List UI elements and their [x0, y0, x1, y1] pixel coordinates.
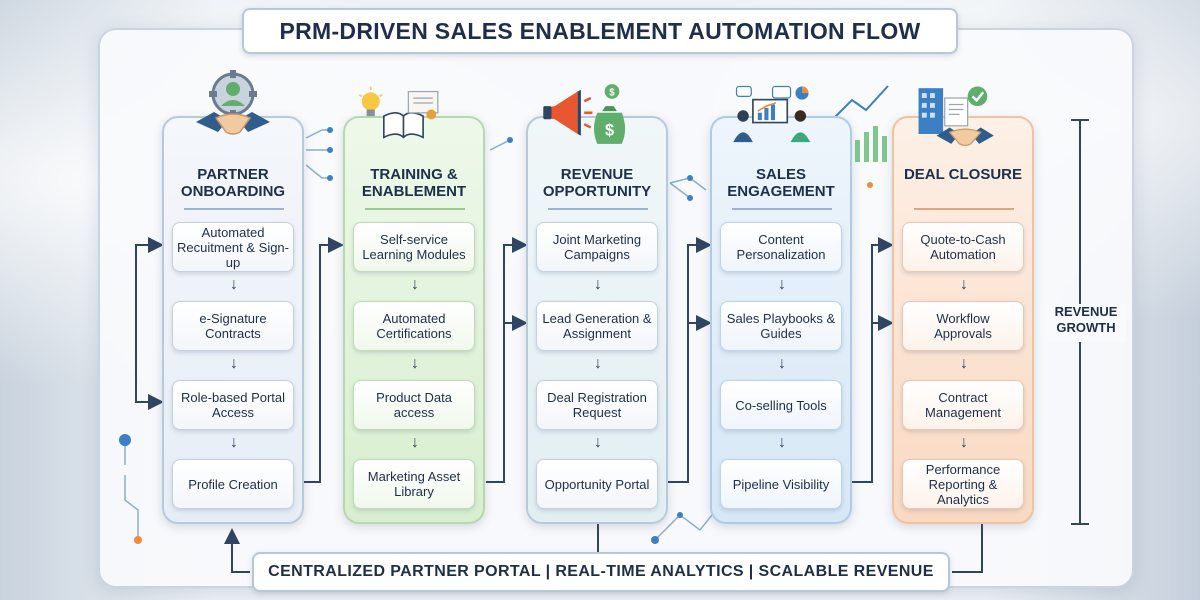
step-performance-reporting: Performance Reporting & Analytics	[902, 459, 1024, 509]
step-role-based-portal-access: Role-based Portal Access	[172, 380, 294, 430]
column-divider	[365, 208, 465, 210]
down-arrow-icon: ↓	[778, 276, 786, 293]
down-arrow-icon: ↓	[778, 355, 786, 372]
revenue-growth-label: REVENUE GROWTH	[1046, 304, 1126, 342]
column-divider	[914, 208, 1014, 210]
lightbulb-book-certificate-icon	[358, 86, 439, 139]
step-opportunity-portal: Opportunity Portal	[536, 459, 658, 509]
step-self-service-learning: Self-service Learning Modules	[353, 222, 475, 272]
handshake-gear-icon	[196, 70, 270, 135]
building-handshake-check-icon	[918, 86, 994, 147]
step-profile-creation: Profile Creation	[172, 459, 294, 509]
column-title: DEAL CLOSURE	[903, 166, 1023, 183]
step-deal-registration-request: Deal Registration Request	[536, 380, 658, 430]
down-arrow-icon: ↓	[960, 434, 968, 451]
down-arrow-icon: ↓	[411, 276, 419, 293]
column-title: REVENUE OPPORTUNITY	[542, 166, 652, 200]
column-divider	[548, 208, 648, 210]
column-title: PARTNER ONBOARDING	[180, 166, 286, 200]
column-divider	[184, 208, 284, 210]
megaphone-money-bag-icon: $ $	[543, 84, 626, 144]
column-divider	[732, 208, 832, 210]
down-arrow-icon: ↓	[594, 434, 602, 451]
column-partner-onboarding: PARTNER ONBOARDING Automated Recuitment …	[162, 116, 304, 524]
step-lead-generation: Lead Generation & Assignment	[536, 301, 658, 351]
column-sales-engagement: SALES ENGAGEMENT Content Personalization…	[710, 116, 852, 524]
bracket-bottom	[1071, 523, 1089, 525]
diagram-title: PRM-DRIVEN SALES ENABLEMENT AUTOMATION F…	[242, 8, 958, 54]
step-marketing-asset-library: Marketing Asset Library	[353, 459, 475, 509]
down-arrow-icon: ↓	[230, 355, 238, 372]
step-joint-marketing-campaigns: Joint Marketing Campaigns	[536, 222, 658, 272]
step-quote-to-cash: Quote-to-Cash Automation	[902, 222, 1024, 272]
svg-text:$: $	[609, 88, 615, 99]
step-automated-recruitment: Automated Recuitment & Sign-up	[172, 222, 294, 272]
step-co-selling-tools: Co-selling Tools	[720, 380, 842, 430]
step-content-personalization: Content Personalization	[720, 222, 842, 272]
step-sales-playbooks: Sales Playbooks & Guides	[720, 301, 842, 351]
down-arrow-icon: ↓	[594, 355, 602, 372]
column-training-enablement: TRAINING & ENABLEMENT Self-service Learn…	[343, 116, 485, 524]
down-arrow-icon: ↓	[960, 276, 968, 293]
down-arrow-icon: ↓	[230, 276, 238, 293]
footer-banner: CENTRALIZED PARTNER PORTAL | REAL-TIME A…	[252, 552, 950, 592]
svg-text:$: $	[605, 122, 614, 140]
down-arrow-icon: ↓	[230, 434, 238, 451]
down-arrow-icon: ↓	[594, 276, 602, 293]
step-pipeline-visibility: Pipeline Visibility	[720, 459, 842, 509]
step-contract-management: Contract Management	[902, 380, 1024, 430]
down-arrow-icon: ↓	[411, 355, 419, 372]
sales-meeting-chart-icon	[733, 85, 811, 143]
step-e-signature-contracts: e-Signature Contracts	[172, 301, 294, 351]
step-automated-certifications: Automated Certifications	[353, 301, 475, 351]
down-arrow-icon: ↓	[960, 355, 968, 372]
down-arrow-icon: ↓	[778, 434, 786, 451]
down-arrow-icon: ↓	[411, 434, 419, 451]
column-title: SALES ENGAGEMENT	[727, 166, 835, 200]
step-workflow-approvals: Workflow Approvals	[902, 301, 1024, 351]
column-revenue-opportunity: REVENUE OPPORTUNITY Joint Marketing Camp…	[526, 116, 668, 524]
step-product-data-access: Product Data access	[353, 380, 475, 430]
column-deal-closure: DEAL CLOSURE Quote-to-Cash Automation ↓ …	[892, 116, 1034, 524]
column-title: TRAINING & ENABLEMENT	[361, 166, 467, 200]
